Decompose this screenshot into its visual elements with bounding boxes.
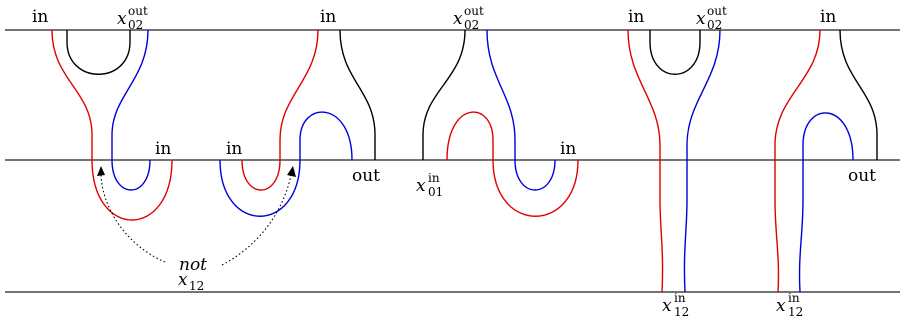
dotted-arrow-right <box>221 169 293 266</box>
strand-blue-4 <box>683 29 721 293</box>
arrowhead-right <box>287 166 296 177</box>
label-out: out <box>848 166 876 186</box>
label-x12-sup: in <box>788 291 800 305</box>
strand-red-4 <box>627 29 664 293</box>
label-x12-base: x <box>776 296 786 316</box>
strand-red-1 <box>51 29 173 221</box>
arrowhead-left <box>97 166 105 176</box>
note-x-sub: 12 <box>189 279 204 293</box>
strand-black-3 <box>422 29 466 160</box>
strand-blue-1 <box>111 29 151 191</box>
label-x02-base: x <box>453 9 463 29</box>
label-in: in <box>226 139 242 159</box>
label-in: in <box>628 7 644 27</box>
label-x12-base: x <box>662 296 672 316</box>
label-x02-sub: 02 <box>707 18 722 32</box>
label-in: in <box>320 7 336 27</box>
strand-red-3 <box>446 111 579 217</box>
label-x02-sup: out <box>464 4 484 18</box>
label-x01-sub: 01 <box>428 185 443 199</box>
label-in: in <box>32 7 48 27</box>
label-x02-base: x <box>117 9 127 29</box>
label-x02-sup: out <box>128 4 148 18</box>
strand-black-2 <box>339 29 376 160</box>
label-x02-sub: 02 <box>128 18 143 32</box>
strand-blue-2 <box>219 111 353 217</box>
label-x12-sup: in <box>674 291 686 305</box>
strand-blue-3 <box>486 29 556 191</box>
note-x-base: x <box>178 270 188 290</box>
label-in: in <box>560 139 576 159</box>
label-x02-base: x <box>696 9 706 29</box>
strand-blue-5 <box>798 112 854 293</box>
label-x12-sub: 12 <box>788 305 803 319</box>
strand-black-5 <box>839 29 878 160</box>
dotted-arrow-left <box>100 169 166 263</box>
note-not: not <box>179 255 207 275</box>
label-in: in <box>155 139 171 159</box>
label-x01-sup: in <box>428 171 440 185</box>
strand-red-5 <box>774 29 821 293</box>
cap-black-4 <box>649 30 701 75</box>
label-in: in <box>820 7 836 27</box>
strand-red-2 <box>241 29 319 191</box>
label-out: out <box>352 166 380 186</box>
label-x01-base: x <box>416 176 426 196</box>
label-x02-sup: out <box>707 4 727 18</box>
label-x02-sub: 02 <box>464 18 479 32</box>
cap-black-1 <box>66 30 131 75</box>
label-x12-sub: 12 <box>674 305 689 319</box>
